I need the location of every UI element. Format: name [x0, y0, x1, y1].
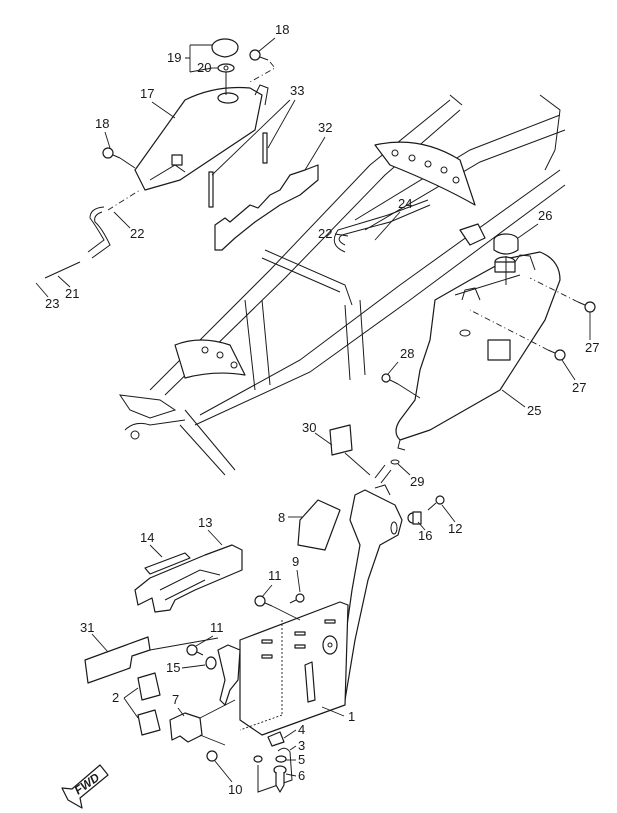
callout-5: 5	[298, 752, 305, 767]
bolts-27	[469, 277, 596, 361]
callout-17: 17	[140, 86, 154, 101]
tank-cap-26	[493, 233, 519, 285]
callout-18-left: 18	[95, 116, 109, 131]
callout-24: 24	[398, 196, 412, 211]
callout-27-lower: 27	[572, 380, 586, 395]
callout-7: 7	[172, 692, 179, 707]
callout-27-upper: 27	[585, 340, 599, 355]
damper-strip-33	[208, 132, 268, 208]
clamp-4	[267, 731, 285, 747]
collar-16	[407, 511, 422, 525]
callouts: 19 20 18 17 33 32 18 22 21 23 22 24 26 2…	[35, 22, 599, 797]
callout-4: 4	[298, 722, 305, 737]
bolt-18-left	[102, 147, 136, 169]
bolt-12	[427, 495, 445, 511]
forward-direction-arrow: FWD	[61, 764, 109, 809]
callout-13: 13	[198, 515, 212, 530]
callout-3: 3	[298, 738, 305, 753]
callout-25: 25	[527, 403, 541, 418]
callout-9: 9	[292, 554, 299, 569]
label-pads-2	[137, 672, 161, 736]
hose-21	[44, 189, 141, 279]
pad-30	[329, 424, 371, 476]
callout-10: 10	[228, 782, 242, 797]
bolt-18-upper	[249, 49, 276, 83]
bolt-11-lower	[186, 644, 204, 656]
callout-6: 6	[298, 768, 305, 783]
callout-15: 15	[166, 660, 180, 675]
callout-21: 21	[65, 286, 79, 301]
reservoir-tank-17	[134, 84, 269, 191]
clip-29	[374, 459, 400, 484]
callout-16: 16	[418, 528, 432, 543]
callout-12: 12	[448, 521, 462, 536]
oil-tank-25	[395, 251, 561, 451]
callout-31: 31	[80, 620, 94, 635]
callout-19: 19	[167, 50, 181, 65]
callout-29: 29	[410, 474, 424, 489]
callout-33: 33	[290, 83, 304, 98]
callout-22-center: 22	[318, 226, 332, 241]
bolt-28	[381, 373, 421, 399]
callout-2: 2	[112, 690, 119, 705]
battery-cover-13	[134, 544, 243, 613]
callout-14: 14	[140, 530, 154, 545]
damper-32	[214, 164, 319, 251]
washer-5	[275, 755, 287, 763]
bolt-11-upper	[254, 595, 301, 621]
cap-assembly-19	[211, 38, 239, 95]
callout-11-upper: 11	[268, 568, 282, 583]
callout-28: 28	[400, 346, 414, 361]
callout-23: 23	[45, 296, 59, 311]
callout-8: 8	[278, 510, 285, 525]
side-cover-bracket-1	[334, 484, 403, 706]
pad-8	[297, 499, 341, 551]
callout-20: 20	[197, 60, 211, 75]
side-cover-panel	[217, 601, 349, 736]
callout-26: 26	[538, 208, 552, 223]
callout-18-top: 18	[275, 22, 289, 37]
callout-32: 32	[318, 120, 332, 135]
nut-10	[206, 750, 218, 762]
label-14	[144, 552, 191, 575]
callout-11-lower: 11	[210, 620, 224, 635]
bracket-7	[169, 699, 236, 746]
hose-24	[333, 199, 431, 253]
callout-1: 1	[348, 709, 355, 724]
grommet-15	[205, 656, 217, 670]
rear-frame	[118, 94, 566, 476]
bolt-6	[273, 765, 287, 793]
callout-22-left: 22	[130, 226, 144, 241]
callout-30: 30	[302, 420, 316, 435]
screw-9	[289, 593, 305, 604]
